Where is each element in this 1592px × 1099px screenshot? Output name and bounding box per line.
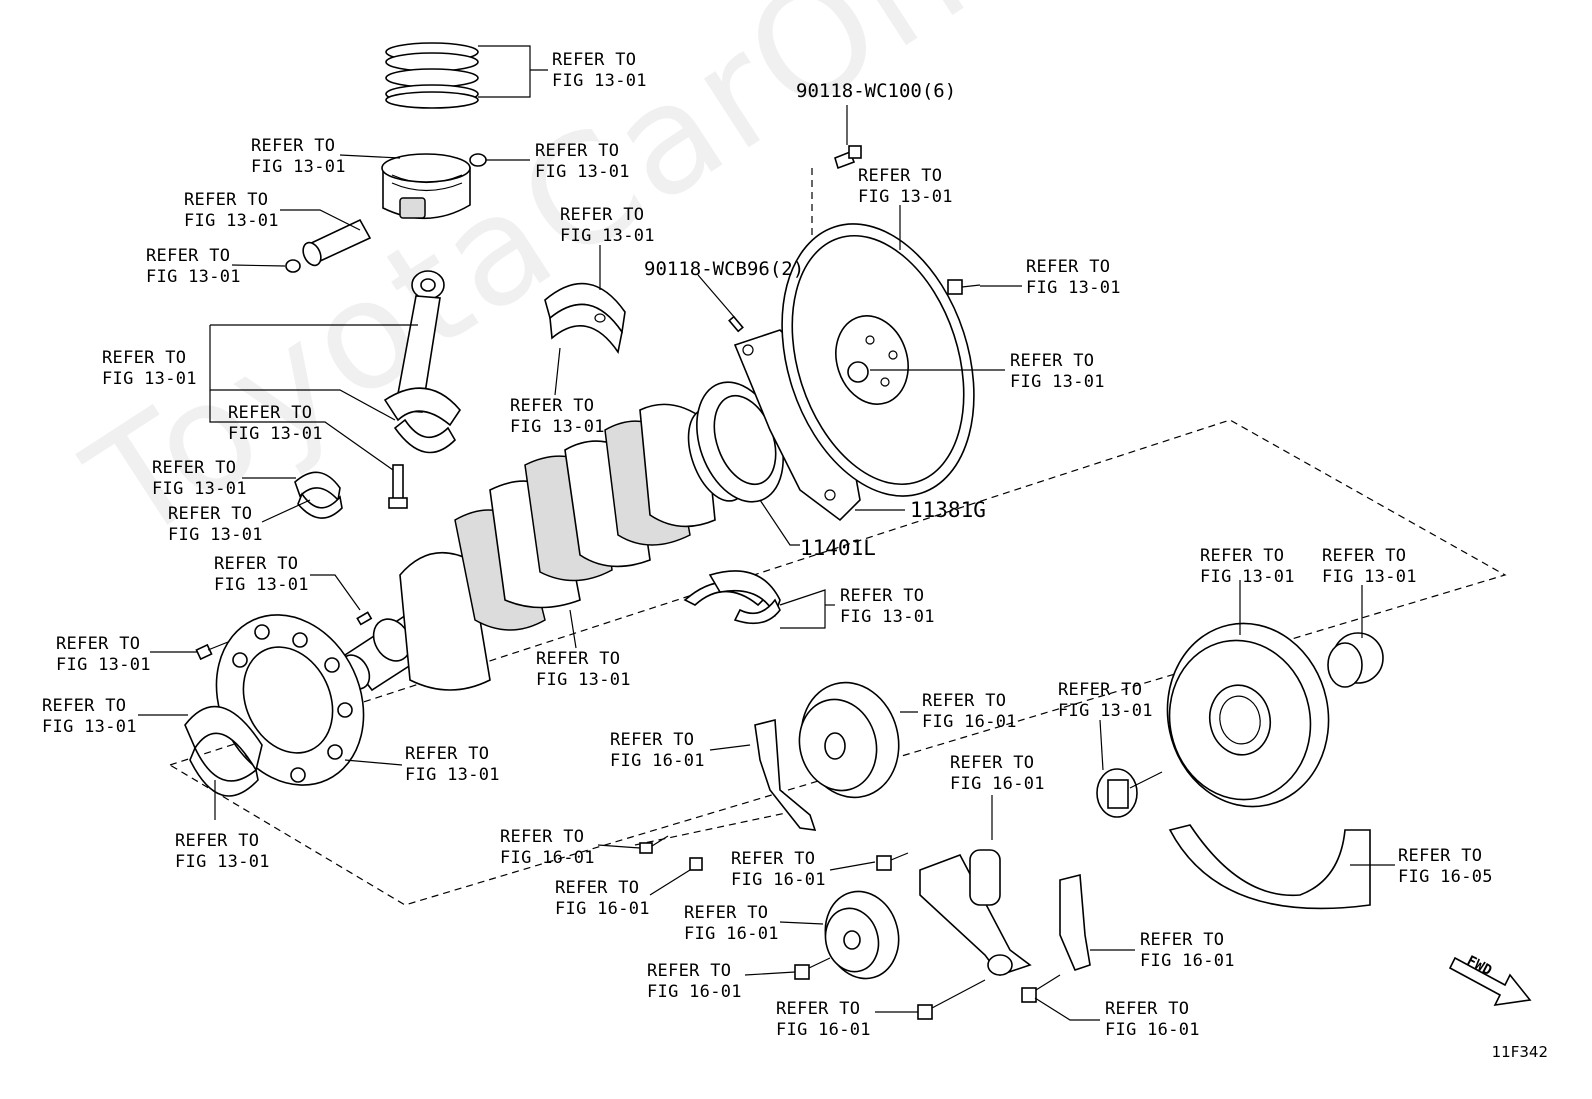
ref-label: REFER TO FIG 16-01 <box>731 849 826 890</box>
crank-gear <box>1327 632 1384 688</box>
ref-label: REFER TO FIG 16-01 <box>950 753 1045 794</box>
snap-ring <box>285 259 301 273</box>
ref-label: REFER TO FIG 13-01 <box>1010 351 1105 392</box>
ref-label: REFER TO FIG 13-01 <box>560 205 655 246</box>
crank-pulley <box>1166 622 1330 808</box>
ref-label: REFER TO FIG 13-01 <box>840 586 935 627</box>
ref-label: REFER TO FIG 16-01 <box>1140 930 1235 971</box>
connecting-rod <box>383 270 461 454</box>
bolt <box>794 957 831 980</box>
ref-label: REFER TO FIG 16-05 <box>1398 846 1493 887</box>
bolt <box>689 857 703 871</box>
snap-ring <box>469 153 487 167</box>
main-bearing-lower <box>733 598 781 625</box>
bolt <box>876 852 909 871</box>
flywheel <box>781 223 975 497</box>
ref-label: REFER TO FIG 13-01 <box>152 458 247 499</box>
ref-label: REFER TO FIG 13-01 <box>510 396 605 437</box>
ref-label: REFER TO FIG 16-01 <box>922 691 1017 732</box>
bracket-dashline <box>634 809 801 846</box>
ref-label: REFER TO FIG 13-01 <box>1026 257 1121 298</box>
ref-label: REFER TO FIG 13-01 <box>1322 546 1417 587</box>
ref-label: REFER TO FIG 16-01 <box>500 827 595 868</box>
bolt <box>639 835 669 854</box>
crank-bearing-front <box>184 706 263 773</box>
bolt <box>1021 974 1061 1003</box>
part-number-bolt: 90118-WC100(6) <box>796 80 957 102</box>
ref-label: REFER TO FIG 13-01 <box>168 504 263 545</box>
ref-label: REFER TO FIG 13-01 <box>214 554 309 595</box>
ref-label: REFER TO FIG 13-01 <box>228 403 323 444</box>
piston-rings <box>385 42 479 109</box>
ref-label: REFER TO FIG 13-01 <box>184 190 279 231</box>
ref-label: REFER TO FIG 16-01 <box>776 999 871 1040</box>
ref-label: REFER TO FIG 13-01 <box>251 136 346 177</box>
ref-label: REFER TO FIG 13-01 <box>535 141 630 182</box>
conrod-bearing <box>297 492 343 519</box>
flywheel-bolt <box>834 145 862 170</box>
ref-label: REFER TO FIG 13-01 <box>405 744 500 785</box>
idler-bracket <box>754 718 817 831</box>
ref-label: REFER TO FIG 16-01 <box>610 730 705 771</box>
bolt <box>917 979 986 1020</box>
part-number-pin: 90118-WCB96(2) <box>644 258 805 280</box>
part-number-oil-seal: 11401L <box>800 536 876 560</box>
crank-key <box>356 611 373 626</box>
idler-pulley <box>824 890 900 980</box>
oil-seal <box>696 381 784 503</box>
sprocket-bolt <box>195 641 229 661</box>
main-bearing-upper <box>544 282 626 355</box>
ref-label: REFER TO FIG 13-01 <box>536 649 631 690</box>
fwd-arrow-icon <box>1448 956 1532 1007</box>
ref-label: REFER TO FIG 13-01 <box>1058 680 1153 721</box>
ref-label: REFER TO FIG 13-01 <box>56 634 151 675</box>
tensioner-bracket <box>1059 873 1091 971</box>
piston <box>381 153 471 220</box>
ref-label: REFER TO FIG 16-01 <box>1105 999 1200 1040</box>
ref-label: REFER TO FIG 13-01 <box>1200 546 1295 587</box>
ref-label: REFER TO FIG 13-01 <box>175 831 270 872</box>
ref-label: REFER TO FIG 16-01 <box>647 961 742 1002</box>
ref-label: REFER TO FIG 13-01 <box>146 246 241 287</box>
flywheel-bolt <box>947 279 981 295</box>
ref-label: REFER TO FIG 13-01 <box>858 166 953 207</box>
figure-code: 11F342 <box>1491 1043 1548 1061</box>
pulley-bolt <box>1096 768 1163 818</box>
ref-label: REFER TO FIG 13-01 <box>552 50 647 91</box>
belt-tensioner <box>919 849 1032 976</box>
ref-label: REFER TO FIG 13-01 <box>102 348 197 389</box>
ref-label: REFER TO FIG 16-01 <box>684 903 779 944</box>
front-group-boundary <box>169 419 1507 906</box>
ref-label: REFER TO FIG 16-01 <box>555 878 650 919</box>
piston-pin <box>302 218 372 267</box>
part-number-seal-retainer: 11381G <box>910 498 986 522</box>
leader-lines <box>138 45 1395 1021</box>
v-ribbed-belt <box>1168 824 1371 910</box>
ref-label: REFER TO FIG 13-01 <box>42 696 137 737</box>
dowel-pin <box>728 315 744 333</box>
crank-bearing-front <box>189 746 259 797</box>
conrod-bolt <box>388 464 408 509</box>
idler-pulley <box>798 681 900 799</box>
